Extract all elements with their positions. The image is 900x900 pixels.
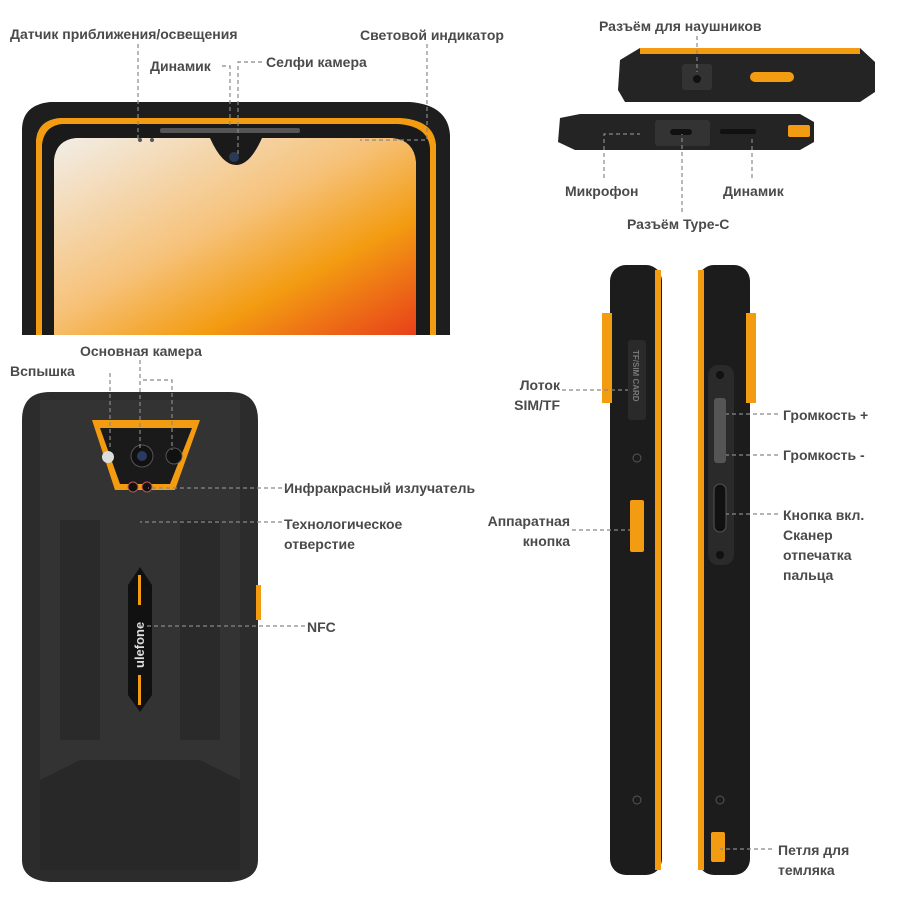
label-tech-hole-2: отверстие: [284, 536, 355, 552]
selfie-camera: [229, 152, 239, 162]
left-side: TF/SIM CARD: [602, 265, 662, 875]
svg-text:ulefone: ulefone: [132, 622, 147, 668]
label-main-camera: Основная камера: [80, 343, 202, 359]
label-indicator: Световой индикатор: [360, 27, 504, 43]
front-phone: [22, 102, 450, 335]
label-ir-emitter: Инфракрасный излучатель: [284, 480, 476, 496]
label-hw-button-1: Аппаратная: [487, 513, 570, 529]
label-power-4: пальца: [783, 567, 834, 583]
svg-text:TF/SIM CARD: TF/SIM CARD: [631, 350, 640, 402]
label-power-2: Сканер: [783, 527, 833, 543]
flash: [102, 451, 114, 463]
label-nfc: NFC: [307, 619, 336, 635]
label-sim-tray-1: Лоток: [519, 377, 560, 393]
label-headphone-jack: Разъём для наушников: [599, 18, 762, 34]
label-sim-tray-2: SIM/TF: [514, 397, 560, 413]
leader-lines: [109, 36, 778, 850]
label-lanyard-2: темляка: [778, 862, 835, 878]
earpiece-speaker: [160, 128, 300, 133]
label-tech-hole-1: Технологическое: [284, 516, 403, 532]
label-hw-button-2: кнопка: [522, 533, 570, 549]
label-microphone: Микрофон: [565, 183, 639, 199]
label-selfie-camera: Селфи камера: [266, 54, 367, 70]
label-bottom-speaker: Динамик: [723, 183, 784, 199]
right-side: [698, 265, 756, 875]
label-power-1: Кнопка вкл.: [783, 507, 865, 523]
label-proximity-sensor: Датчик приближения/освещения: [10, 26, 238, 42]
top-end: [618, 48, 875, 102]
label-front-speaker: Динамик: [150, 58, 211, 74]
label-power-3: отпечатка: [783, 547, 852, 563]
label-flash: Вспышка: [10, 363, 75, 379]
label-volume-down: Громкость -: [783, 447, 865, 463]
label-lanyard-1: Петля для: [778, 842, 850, 858]
bottom-end: [558, 114, 814, 150]
label-type-c: Разъём Type-C: [627, 216, 730, 232]
label-volume-up: Громкость +: [783, 407, 869, 423]
back-phone: ulefone: [22, 392, 261, 882]
